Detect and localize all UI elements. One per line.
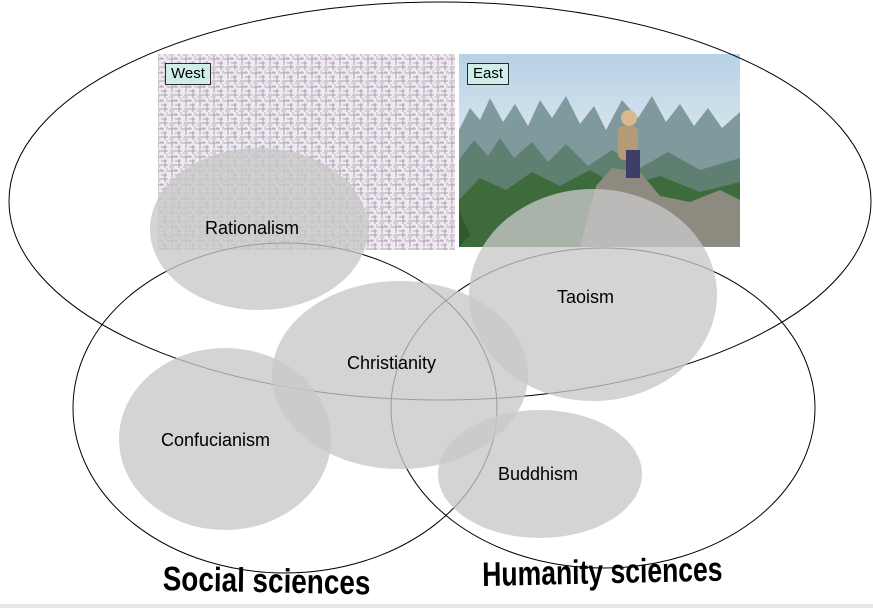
buddhism-bubble [438,410,642,538]
confucianism-bubble [119,348,331,530]
bottom-divider [0,604,873,608]
christianity-bubble [272,281,528,469]
rationalism-label: Rationalism [205,218,300,238]
social-sciences-caption: Social sciences [162,560,371,603]
taoism-label: Taoism [557,287,615,307]
west-tag: West [165,63,211,85]
humanity-sciences-caption: Humanity sciences [482,550,723,594]
rationalism-bubble [150,148,368,310]
christianity-label: Christianity [347,353,437,373]
east-tag: East [467,63,510,85]
taoism-bubble [469,189,717,401]
confucianism-label: Confucianism [161,430,271,450]
buddhism-label: Buddhism [498,464,579,484]
